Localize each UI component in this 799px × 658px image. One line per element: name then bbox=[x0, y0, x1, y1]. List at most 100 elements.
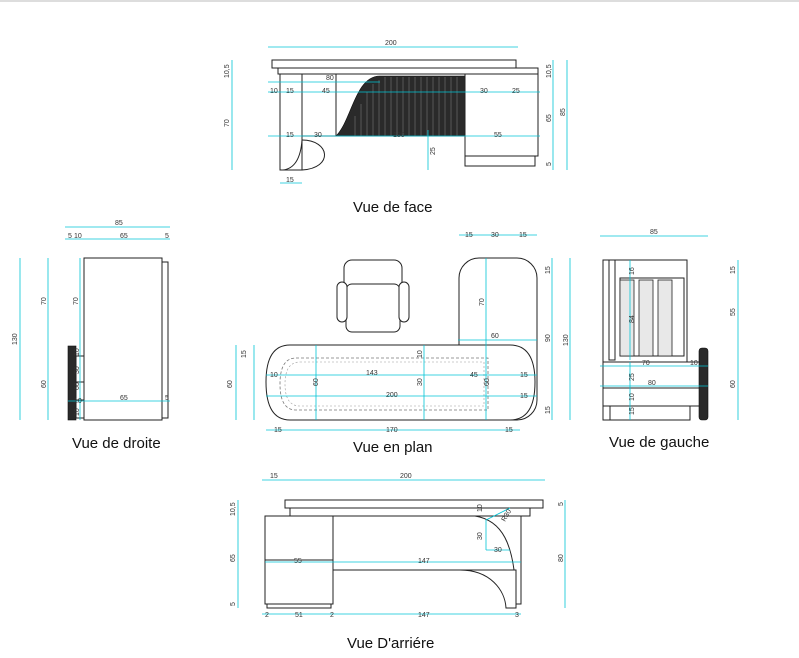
droite-dim-6: 130 bbox=[12, 333, 19, 345]
office-chair bbox=[336, 259, 410, 333]
plan-dim-7: 60 bbox=[227, 380, 234, 388]
face-dimension-lines bbox=[231, 46, 568, 184]
droite-dim-11: 30 bbox=[74, 366, 81, 374]
face-dim-8: 30 bbox=[480, 88, 488, 95]
gauche-dimension-labels: 85 16 15 84 55 70 10 25 80 10 15 10 60 bbox=[629, 229, 737, 415]
face-dim-19: 5 bbox=[546, 162, 553, 166]
face-dim-10: 15 bbox=[286, 132, 294, 139]
plan-dim-11: 30 bbox=[417, 378, 424, 386]
arriere-dim-17: 147 bbox=[418, 612, 430, 619]
plan-dimension-labels: 15 30 15 70 60 15 60 10 143 60 30 45 60 … bbox=[227, 232, 570, 434]
view-arriere: 15 200 10,5 5 10 R30 30 30 65 55 147 80 … bbox=[230, 473, 566, 652]
arriere-dimension-lines bbox=[237, 479, 566, 615]
plan-dim-8: 10 bbox=[270, 372, 278, 379]
arriere-dim-9: 65 bbox=[230, 554, 237, 562]
plan-dim-3: 15 bbox=[519, 232, 527, 239]
arriere-dim-3: 10,5 bbox=[230, 502, 237, 516]
title-vue-de-gauche: Vue de gauche bbox=[609, 434, 709, 451]
droite-dim-4: 65 bbox=[120, 233, 128, 240]
face-dim-11: 30 bbox=[314, 132, 322, 139]
droite-dim-1: 85 bbox=[115, 220, 123, 227]
droite-dim-15: 65 bbox=[120, 395, 128, 402]
face-dim-15: 15 bbox=[286, 177, 294, 184]
face-dim-14: 55 bbox=[494, 132, 502, 139]
droite-dimension-lines bbox=[19, 226, 170, 420]
droite-dim-14: 10 bbox=[74, 398, 82, 405]
droite-dim-9: 60 bbox=[41, 380, 48, 388]
plan-dim-9: 143 bbox=[366, 370, 378, 377]
plan-dim-10: 60 bbox=[313, 378, 320, 386]
arriere-geometry bbox=[264, 499, 544, 609]
plan-dim-14: 15 bbox=[520, 372, 528, 379]
plan-dim-22: 90 bbox=[545, 334, 552, 342]
face-dim-12: 180 bbox=[393, 132, 405, 139]
face-dim-3: 70 bbox=[224, 119, 231, 127]
view-droite: 85 5 10 65 5 130 70 70 60 10 30 60 10 10… bbox=[12, 220, 170, 452]
plan-dim-19: 170 bbox=[386, 427, 398, 434]
face-dim-2: 10,5 bbox=[224, 64, 231, 78]
arriere-dim-4: 5 bbox=[558, 502, 565, 506]
face-dim-6: 15 bbox=[286, 88, 294, 95]
title-vue-en-plan: Vue en plan bbox=[353, 439, 433, 456]
plan-geometry bbox=[265, 257, 538, 421]
face-dim-5: 10 bbox=[270, 88, 278, 95]
plan-dim-1: 15 bbox=[465, 232, 473, 239]
droite-dimension-labels: 85 5 10 65 5 130 70 70 60 10 30 60 10 10… bbox=[12, 220, 169, 416]
gauche-dim-8: 25 bbox=[629, 373, 636, 381]
droite-dim-12: 60 bbox=[74, 382, 81, 390]
title-vue-de-droite: Vue de droite bbox=[72, 435, 161, 452]
gauche-dim-10: 10 bbox=[629, 393, 636, 401]
face-dim-7: 45 bbox=[322, 88, 330, 95]
gauche-dimension-lines bbox=[600, 235, 739, 420]
droite-dim-8: 70 bbox=[73, 297, 80, 305]
droite-dim-10: 10 bbox=[74, 348, 81, 356]
arriere-dim-11: 147 bbox=[418, 558, 430, 565]
plan-dim-16: 10 bbox=[417, 350, 424, 358]
plan-dim-20: 15 bbox=[505, 427, 513, 434]
plan-dim-23: 130 bbox=[563, 334, 570, 346]
gauche-dim-4: 84 bbox=[629, 315, 636, 323]
plan-dimension-lines bbox=[235, 234, 571, 431]
arriere-dim-1: 15 bbox=[270, 473, 278, 480]
arriere-dim-8: 30 bbox=[494, 547, 502, 554]
gauche-dim-7: 10 bbox=[690, 360, 698, 367]
plan-dim-24: 15 bbox=[545, 406, 552, 414]
arriere-dim-5: 10 bbox=[477, 504, 484, 512]
gauche-dim-1: 85 bbox=[650, 229, 658, 236]
title-vue-d-arriere: Vue D'arriére bbox=[347, 635, 434, 652]
gauche-dim-6: 70 bbox=[642, 360, 650, 367]
plan-dim-2: 30 bbox=[491, 232, 499, 239]
gauche-dim-13: 60 bbox=[730, 380, 737, 388]
view-plan: 15 30 15 70 60 15 60 10 143 60 30 45 60 … bbox=[227, 232, 571, 456]
arriere-dim-12: 80 bbox=[558, 554, 565, 562]
face-dim-4: 80 bbox=[326, 75, 334, 82]
droite-dim-13: 10 bbox=[74, 408, 81, 416]
droite-dim-7: 70 bbox=[41, 297, 48, 305]
arriere-dim-18: 3 bbox=[515, 612, 519, 619]
plan-dim-21: 15 bbox=[545, 266, 552, 274]
arriere-dim-13: 5 bbox=[230, 602, 237, 606]
face-geometry bbox=[271, 59, 539, 171]
title-vue-de-face: Vue de face bbox=[353, 199, 433, 216]
gauche-dim-5: 55 bbox=[730, 308, 737, 316]
face-dim-1: 200 bbox=[385, 40, 397, 47]
gauche-dim-2: 16 bbox=[629, 267, 636, 275]
plan-dim-5: 60 bbox=[491, 333, 499, 340]
face-dim-13: 25 bbox=[430, 147, 437, 155]
arriere-dim-15: 51 bbox=[295, 612, 303, 619]
plan-dim-15: 200 bbox=[386, 392, 398, 399]
view-gauche: 85 16 15 84 55 70 10 25 80 10 15 10 60 V… bbox=[600, 229, 739, 451]
face-dim-9: 25 bbox=[512, 88, 520, 95]
plan-dim-4: 70 bbox=[479, 298, 486, 306]
droite-dim-16: 5 bbox=[165, 395, 169, 402]
plan-dim-18: 15 bbox=[274, 427, 282, 434]
gauche-dim-11: 15 bbox=[629, 407, 636, 415]
plan-dim-6: 15 bbox=[241, 350, 248, 358]
droite-geometry bbox=[67, 257, 169, 421]
gauche-dim-3: 15 bbox=[730, 266, 737, 274]
arriere-dim-2: 200 bbox=[400, 473, 412, 480]
face-dimension-labels: 200 10,5 70 80 10 15 45 30 25 15 30 180 … bbox=[224, 40, 567, 184]
arriere-dim-7: 30 bbox=[477, 532, 484, 540]
gauche-dim-9: 80 bbox=[648, 380, 656, 387]
